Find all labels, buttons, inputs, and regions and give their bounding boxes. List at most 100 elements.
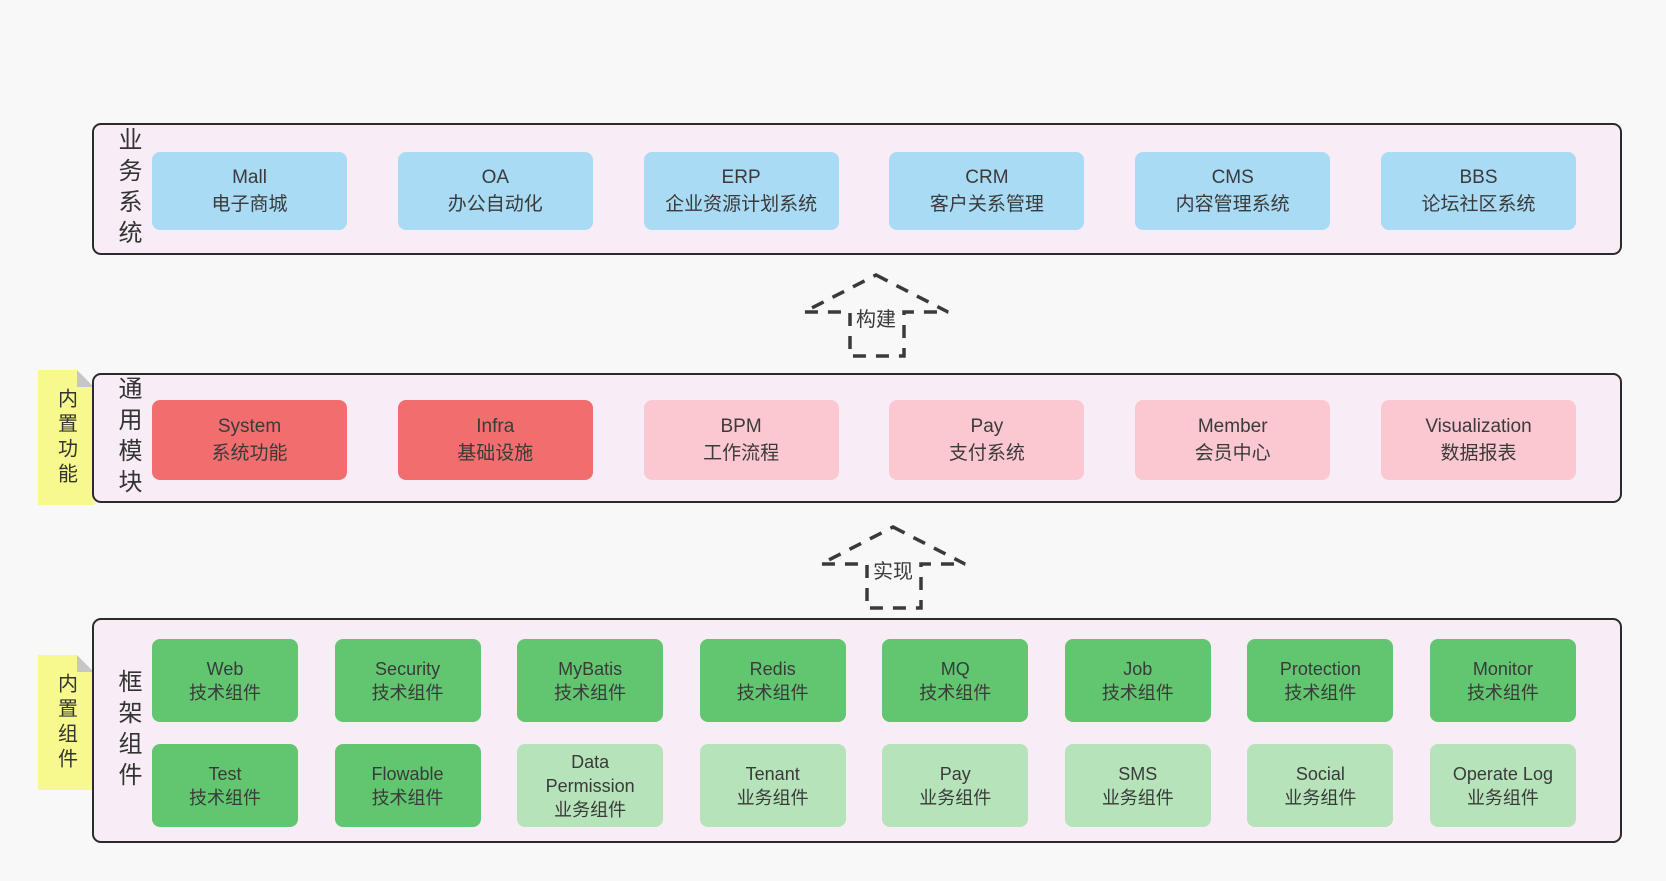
box-subtitle: 技术组件 (554, 682, 627, 703)
arrow-implement: 实现 (817, 523, 969, 613)
box-pay: Pay 支付系统 (889, 400, 1085, 480)
box-title: Visualization (1425, 416, 1532, 437)
box-title: Flowable (371, 763, 444, 784)
box-title: SMS (1118, 763, 1158, 784)
common-modules-row: System 系统功能 Infra 基础设施 BPM 工作流程 Pay 支付系统… (152, 400, 1576, 480)
box-cms: CMS 内容管理系统 (1135, 152, 1331, 230)
box-subtitle: 系统功能 (211, 443, 288, 464)
box-title: Tenant (745, 763, 800, 784)
box-social: Social 业务组件 (1247, 744, 1394, 827)
box-title: Job (1123, 658, 1153, 679)
box-oa: OA 办公自动化 (397, 152, 593, 230)
box-title: MQ (940, 658, 970, 679)
band-business-systems: 业务系统 Mall 电子商城 OA 办公自动化 ERP 企业资源计划系统 CRM… (92, 123, 1622, 255)
box-flowable: Flowable 技术组件 (334, 744, 481, 827)
box-visualization: Visualization 数据报表 (1380, 400, 1576, 480)
box-subtitle: 技术组件 (371, 682, 444, 703)
box-test: Test 技术组件 (152, 744, 298, 827)
box-erp: ERP 企业资源计划系统 (643, 152, 839, 230)
box-data-permission: Data Permission 业务组件 (517, 744, 664, 827)
box-subtitle: 技术组件 (189, 682, 261, 703)
box-title: Monitor (1472, 658, 1533, 679)
box-title: Social (1295, 763, 1345, 784)
box-title: OA (481, 167, 510, 188)
box-title: Member (1197, 416, 1268, 437)
box-protection: Protection 技术组件 (1247, 639, 1394, 722)
box-subtitle: 业务组件 (919, 787, 992, 808)
box-subtitle: 基础设施 (457, 443, 534, 464)
box-subtitle: 业务组件 (554, 799, 627, 820)
sticky-note-builtin-features: 内置功能 (38, 370, 94, 505)
box-subtitle: 内容管理系统 (1175, 194, 1290, 215)
box-subtitle: 数据报表 (1440, 443, 1517, 464)
box-subtitle: 技术组件 (1284, 682, 1357, 703)
box-title: ERP (721, 167, 761, 188)
band-label: 通用模块 (114, 376, 141, 500)
box-title: MyBatis (558, 658, 623, 679)
box-member: Member 会员中心 (1135, 400, 1331, 480)
box-pay-biz: Pay 业务组件 (882, 744, 1029, 827)
box-subtitle: 会员中心 (1194, 443, 1271, 464)
box-sms: SMS 业务组件 (1064, 744, 1211, 827)
band-label: 业务系统 (114, 127, 141, 251)
box-title: Security (375, 658, 441, 679)
arrow-build: 构建 (800, 271, 952, 361)
sticky-note-builtin-components: 内置组件 (38, 655, 94, 790)
box-subtitle: 企业资源计划系统 (665, 194, 818, 215)
framework-row-1: Web 技术组件 Security 技术组件 MyBatis 技术组件 Redi… (152, 639, 1576, 722)
box-subtitle: 技术组件 (1466, 682, 1539, 703)
box-subtitle: 办公自动化 (447, 194, 543, 215)
framework-row-2: Test 技术组件 Flowable 技术组件 Data Permission … (152, 744, 1576, 827)
box-subtitle: 技术组件 (919, 682, 992, 703)
band-framework-components: 框架组件 Web 技术组件 Security 技术组件 MyBatis 技术组件… (92, 618, 1622, 843)
box-subtitle: 论坛社区系统 (1421, 194, 1536, 215)
box-subtitle: 业务组件 (1466, 787, 1539, 808)
box-mq: MQ 技术组件 (882, 639, 1029, 722)
box-monitor: Monitor 技术组件 (1429, 639, 1576, 722)
up-arrow-icon (820, 525, 966, 610)
arrow-implement-label: 实现 (871, 560, 915, 584)
sticky-note-label: 内置功能 (54, 387, 77, 488)
box-security: Security 技术组件 (334, 639, 481, 722)
box-subtitle: 技术组件 (736, 682, 809, 703)
box-web: Web 技术组件 (152, 639, 298, 722)
box-redis: Redis 技术组件 (699, 639, 846, 722)
box-title: Mall (232, 167, 267, 188)
box-subtitle: 支付系统 (948, 443, 1025, 464)
up-arrow-icon (803, 273, 949, 358)
box-title: System (217, 416, 282, 437)
box-title: BPM (720, 416, 762, 437)
box-title: Web (206, 658, 244, 679)
band-label: 框架组件 (114, 668, 141, 793)
box-mall: Mall 电子商城 (152, 152, 347, 230)
box-title: Test (208, 763, 242, 784)
box-job: Job 技术组件 (1064, 639, 1211, 722)
band-common-modules: 通用模块 System 系统功能 Infra 基础设施 BPM 工作流程 Pay… (92, 373, 1622, 503)
box-infra: Infra 基础设施 (397, 400, 593, 480)
box-subtitle: 技术组件 (189, 787, 261, 808)
box-system: System 系统功能 (152, 400, 347, 480)
box-title: BBS (1459, 167, 1498, 188)
box-title: Protection (1279, 658, 1361, 679)
box-mybatis: MyBatis 技术组件 (517, 639, 664, 722)
box-title: CRM (965, 167, 1009, 188)
box-subtitle: 工作流程 (703, 443, 780, 464)
box-title: Infra (476, 416, 515, 437)
box-title: Pay (970, 416, 1004, 437)
sticky-note-label: 内置组件 (54, 672, 77, 773)
box-crm: CRM 客户关系管理 (889, 152, 1085, 230)
box-subtitle: 业务组件 (736, 787, 809, 808)
box-operate-log: Operate Log 业务组件 (1429, 744, 1576, 827)
box-title: Redis (749, 658, 796, 679)
box-subtitle: 技术组件 (1101, 682, 1174, 703)
box-bbs: BBS 论坛社区系统 (1380, 152, 1576, 230)
box-title: Data Permission (545, 751, 635, 796)
box-title: CMS (1211, 167, 1254, 188)
box-subtitle: 客户关系管理 (929, 194, 1044, 215)
box-subtitle: 技术组件 (371, 787, 444, 808)
box-subtitle: 业务组件 (1284, 787, 1357, 808)
box-title: Pay (939, 763, 971, 784)
box-subtitle: 电子商城 (211, 194, 288, 215)
box-bpm: BPM 工作流程 (643, 400, 839, 480)
business-systems-row: Mall 电子商城 OA 办公自动化 ERP 企业资源计划系统 CRM 客户关系… (152, 152, 1576, 230)
